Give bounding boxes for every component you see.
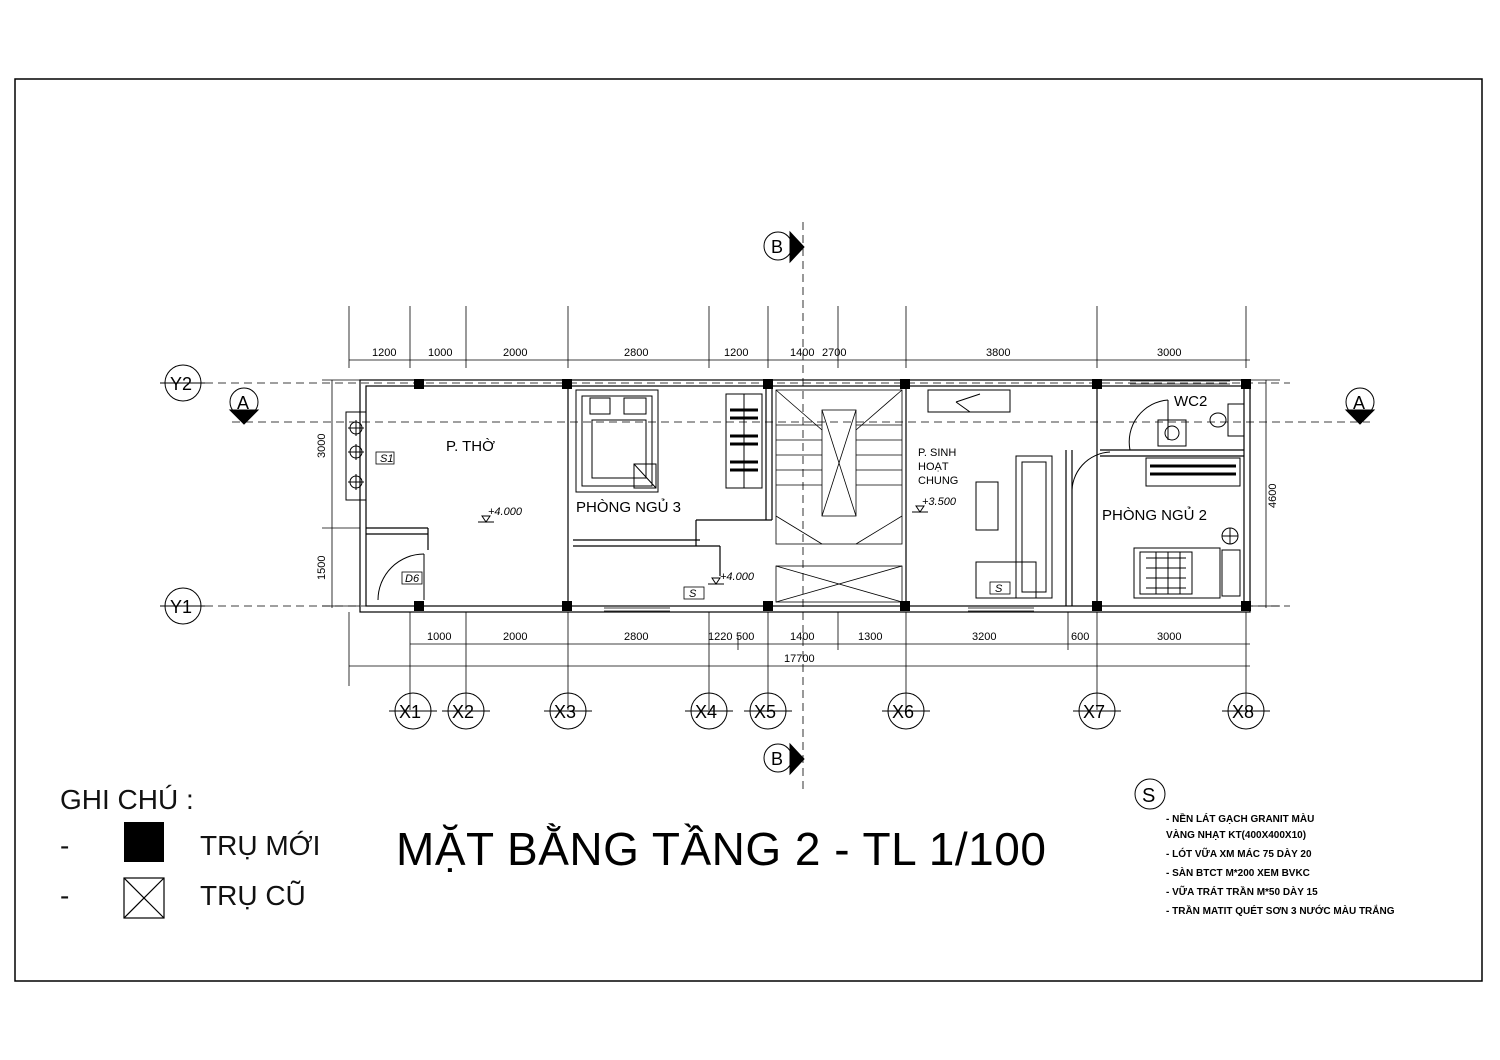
dim-bottom-2: 2000 xyxy=(503,631,527,643)
finish-note-line-1: - NỀN LÁT GẠCH GRANIT MÀU xyxy=(1166,812,1314,825)
axis-x8-label: X8 xyxy=(1232,702,1254,722)
dim-bottom-8: 3200 xyxy=(972,631,996,643)
sofa-living xyxy=(927,389,1053,599)
dim-bottom-1: 1000 xyxy=(427,631,451,643)
bed-room2 xyxy=(1133,527,1241,599)
bottom-dimension-labels: 1000 2000 2800 1220 500 1400 1300 3200 6… xyxy=(427,631,1181,665)
axis-x4-label: X4 xyxy=(695,702,717,722)
finish-note-symbol-label: S xyxy=(1142,785,1155,807)
dim-bottom-3: 2800 xyxy=(624,631,648,643)
room-label-ngu3: PHÒNG NGỦ 3 xyxy=(576,498,681,516)
finish-note-line-6: - TRẦN MATIT QUÉT SƠN 3 NƯỚC MÀU TRẮNG xyxy=(1166,904,1395,917)
dim-top-6: 1400 xyxy=(790,347,814,359)
finish-note-line-5: - VỮA TRÁT TRẦN M*50 DÀY 15 xyxy=(1166,885,1318,898)
axis-y-bubbles xyxy=(160,364,205,625)
legend-dash-1: - xyxy=(60,830,70,861)
section-a-right: A xyxy=(1353,393,1365,413)
sheet-border xyxy=(14,78,1483,982)
legend-label-new: TRỤ MỚI xyxy=(200,830,321,861)
staircase xyxy=(775,389,903,603)
section-b-bottom: B xyxy=(771,749,783,769)
axis-y1-label: Y1 xyxy=(170,597,192,617)
dim-total: 17700 xyxy=(784,653,815,665)
legend-dash-2: - xyxy=(60,880,70,911)
section-a-left: A xyxy=(237,393,249,413)
legend-heading: GHI CHÚ : xyxy=(60,784,194,815)
room-label-sinh-hoat-1: P. SINH xyxy=(918,447,956,459)
section-b-top: B xyxy=(771,237,783,257)
axis-x1-label: X1 xyxy=(399,702,421,722)
windows xyxy=(604,380,1230,612)
tag-s-living: S xyxy=(995,583,1003,595)
dim-top-3: 2000 xyxy=(503,347,527,359)
legend-label-old: TRỤ CŨ xyxy=(200,880,306,911)
dim-left-1: 3000 xyxy=(316,434,328,458)
dim-top-5: 1200 xyxy=(724,347,748,359)
room-label-wc2: WC2 xyxy=(1174,393,1207,410)
room-label-sinh-hoat-2: HOẠT xyxy=(918,461,949,473)
legend-crossed-square xyxy=(123,877,165,919)
tag-s-hall: S xyxy=(689,588,697,600)
dim-top-9: 3000 xyxy=(1157,347,1181,359)
level-sinh-hoat: +3.500 xyxy=(922,496,957,508)
legend-solid-square xyxy=(124,822,164,862)
finish-note-line-4: - SÀN BTCT M*200 XEM BVKC xyxy=(1166,866,1310,879)
axis-x5-label: X5 xyxy=(754,702,776,722)
dim-bottom-6: 1400 xyxy=(790,631,814,643)
section-markers xyxy=(228,230,1376,776)
tag-boxes xyxy=(375,451,1011,600)
top-dimension-labels: 1200 1000 2000 2800 1200 1400 2700 3800 … xyxy=(372,347,1181,359)
axis-x7-label: X7 xyxy=(1083,702,1105,722)
axis-x-bubbles xyxy=(389,692,1270,730)
wardrobe-room3 xyxy=(725,393,763,489)
axis-x6-label: X6 xyxy=(892,702,914,722)
dim-top-8: 3800 xyxy=(986,347,1010,359)
altar-shelf xyxy=(345,411,367,501)
dim-bottom-7: 1300 xyxy=(858,631,882,643)
bed-room3 xyxy=(575,389,659,493)
room-label-tho: P. THỜ xyxy=(446,438,495,455)
columns-new xyxy=(414,379,1251,611)
axis-x2-label: X2 xyxy=(452,702,474,722)
level-marks xyxy=(478,505,928,585)
room-label-sinh-hoat-3: CHUNG xyxy=(918,475,958,487)
level-hall: +4.000 xyxy=(720,571,755,583)
dim-top-1: 1200 xyxy=(372,347,396,359)
top-dimensions xyxy=(348,306,1250,368)
finish-note-line-3: - LÓT VỮA XM MÁC 75 DÀY 20 xyxy=(1166,847,1312,860)
side-dimensions xyxy=(322,379,1280,608)
dim-bottom-10: 3000 xyxy=(1157,631,1181,643)
tag-d6: D6 xyxy=(405,573,420,585)
wc2-fixtures xyxy=(1071,399,1245,495)
dim-bottom-9: 600 xyxy=(1071,631,1089,643)
finish-note-symbol xyxy=(1134,778,1166,810)
wardrobe-room2 xyxy=(1145,457,1241,487)
dim-right: 4600 xyxy=(1267,484,1279,508)
axis-y2-label: Y2 xyxy=(170,374,192,394)
dim-top-7: 2700 xyxy=(822,347,846,359)
level-tho: +4.000 xyxy=(488,506,523,518)
tag-s1: S1 xyxy=(380,453,393,465)
axis-x3-label: X3 xyxy=(554,702,576,722)
dim-top-4: 2800 xyxy=(624,347,648,359)
finish-note-line-2: VÀNG NHẠT KT(400X400X10) xyxy=(1166,828,1306,841)
door-altar xyxy=(377,553,425,601)
dim-top-2: 1000 xyxy=(428,347,452,359)
room-label-ngu2: PHÒNG NGỦ 2 xyxy=(1102,506,1207,524)
drawing-title: MẶT BẰNG TẦNG 2 - TL 1/100 xyxy=(396,823,1047,875)
dim-left-2: 1500 xyxy=(316,556,328,580)
dim-bottom-5: 500 xyxy=(736,631,754,643)
dim-bottom-4: 1220 xyxy=(708,631,732,643)
